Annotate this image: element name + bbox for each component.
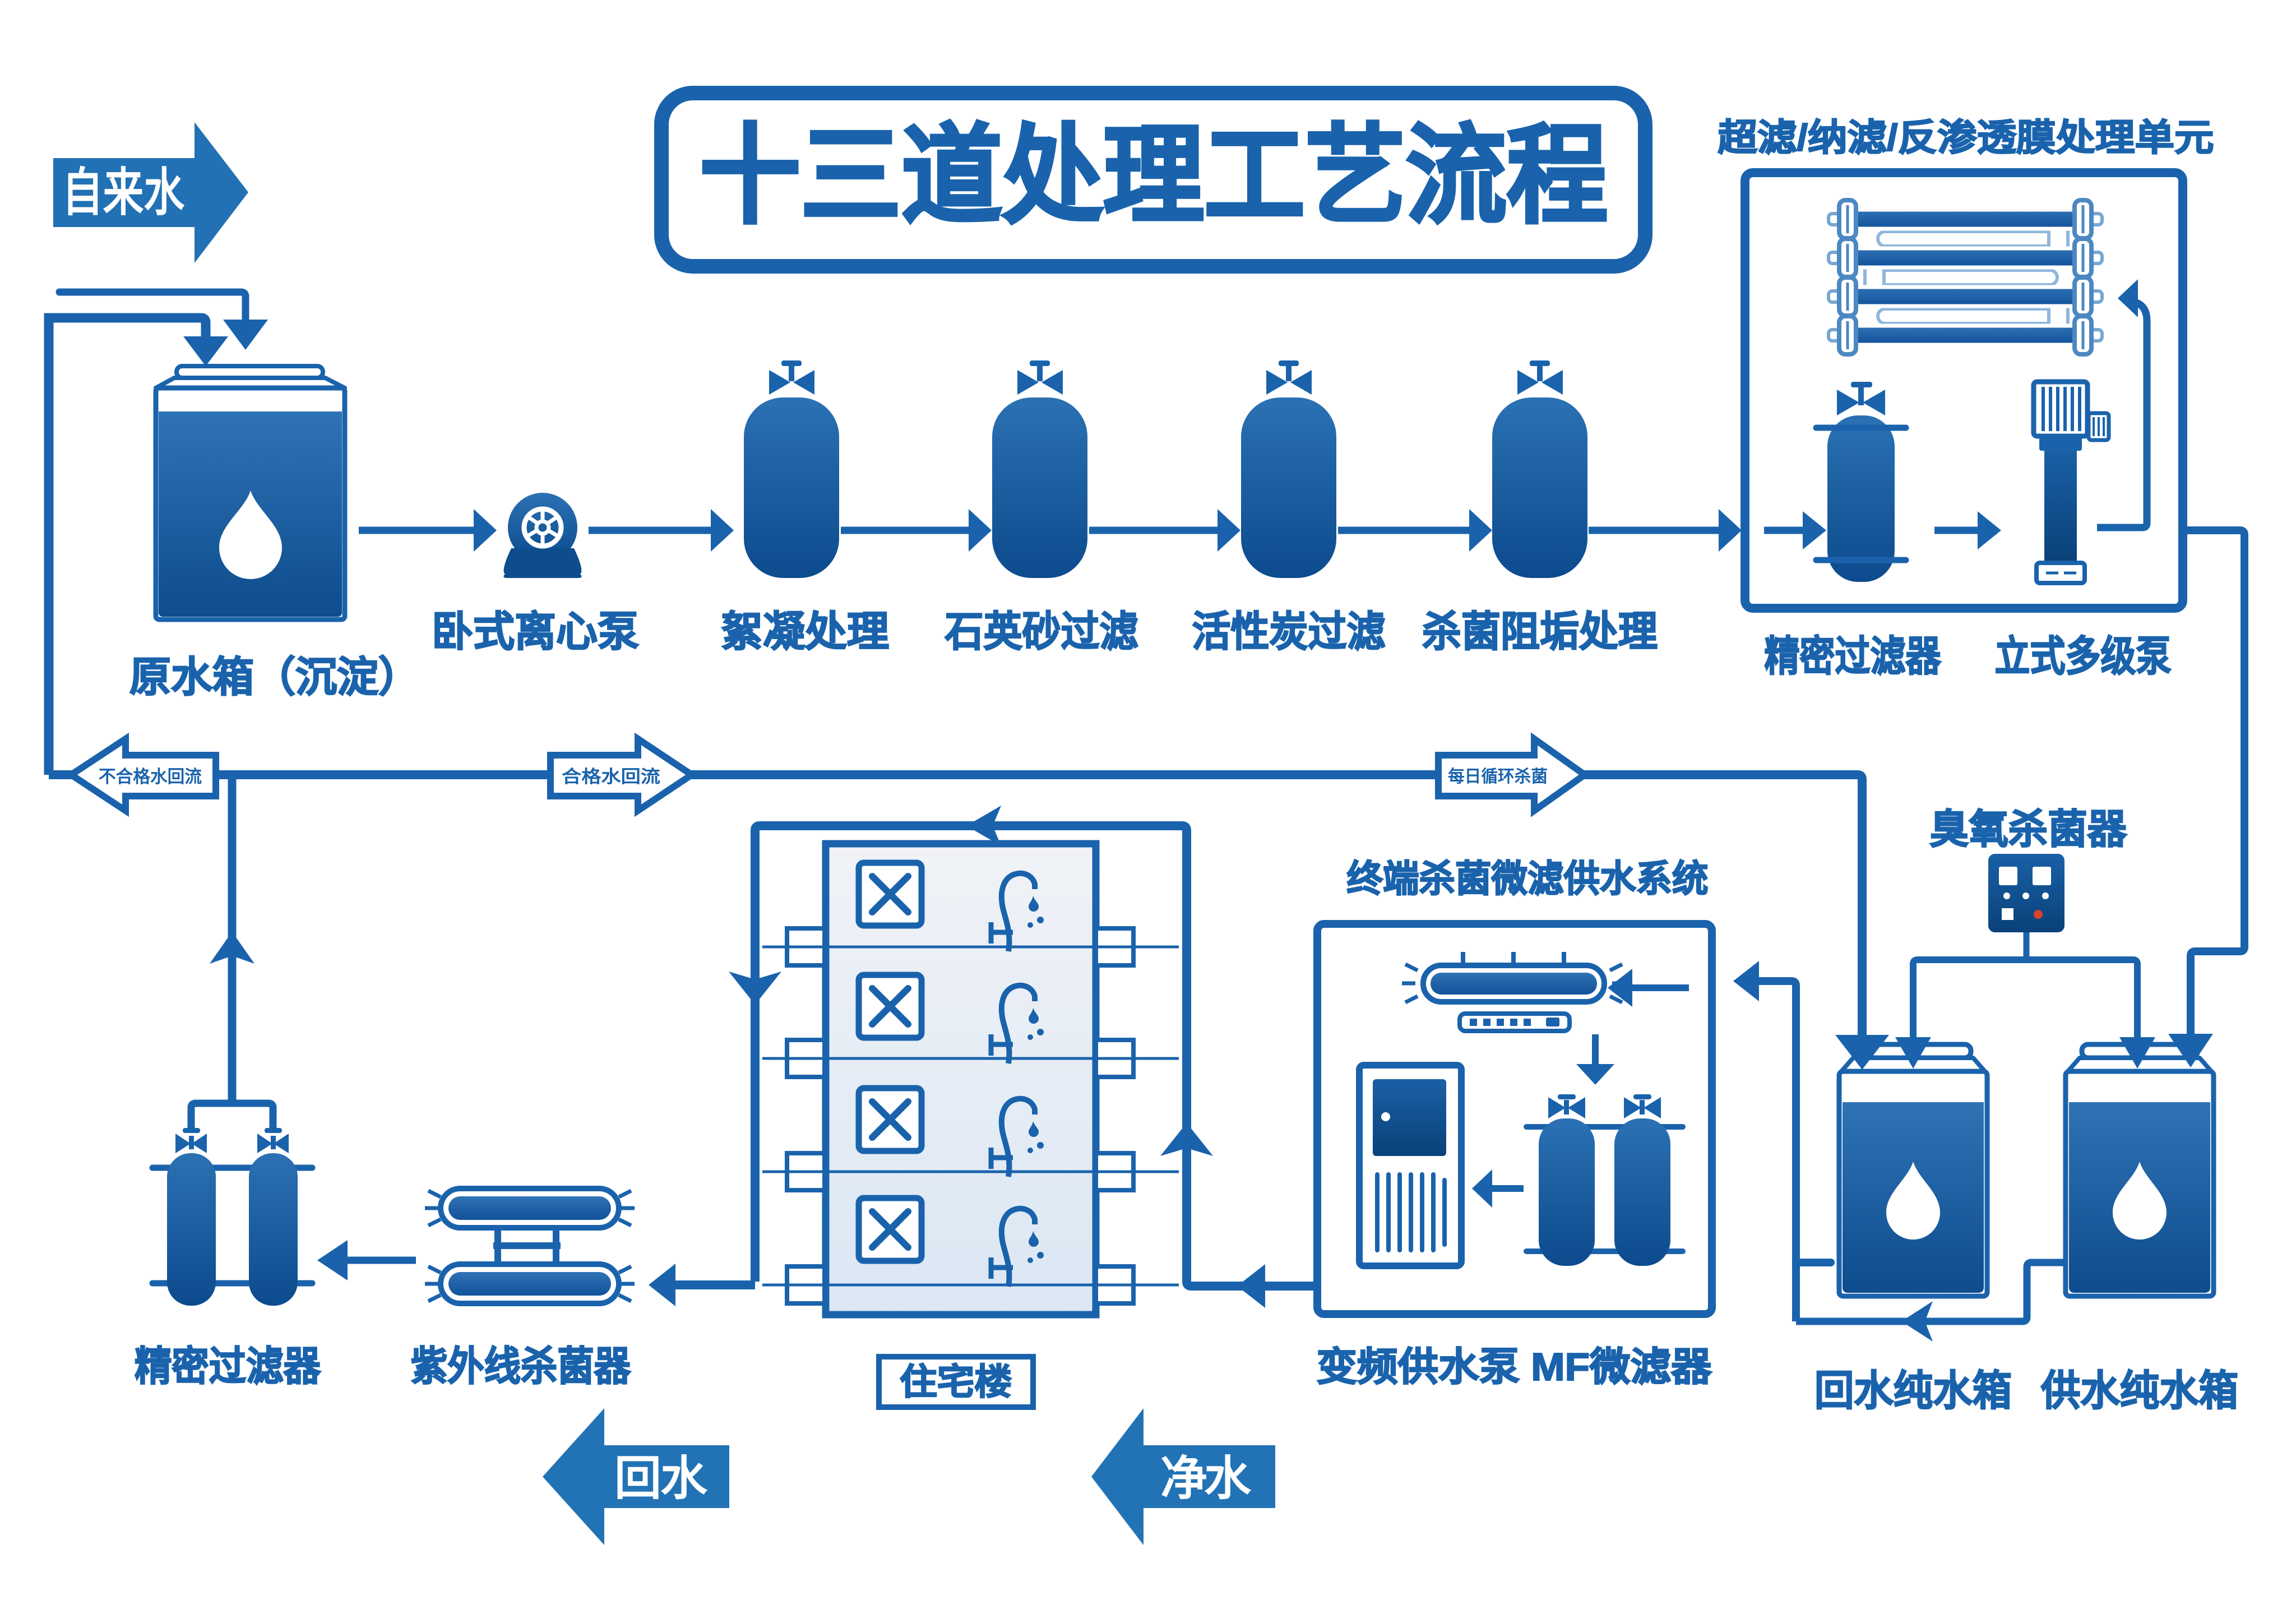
svg-text:絮凝处理: 絮凝处理 bbox=[721, 608, 889, 655]
svg-text:净: 净 bbox=[1160, 1452, 1207, 1505]
svg-text:自来水: 自来水 bbox=[62, 164, 185, 221]
svg-text:水: 水 bbox=[660, 1452, 708, 1505]
svg-text:杀菌阻垢处理: 杀菌阻垢处理 bbox=[1422, 608, 1658, 655]
svg-text:紫外线杀菌器: 紫外线杀菌器 bbox=[411, 1344, 631, 1389]
svg-text:每日循环杀菌: 每日循环杀菌 bbox=[1448, 767, 1548, 786]
svg-text:变频供水泵 MF微滤器: 变频供水泵 MF微滤器 bbox=[1317, 1345, 1712, 1389]
svg-text:水: 水 bbox=[1204, 1452, 1252, 1505]
svg-text:卧式离心泵: 卧式离心泵 bbox=[432, 608, 639, 655]
svg-text:不合格水回流: 不合格水回流 bbox=[99, 767, 202, 787]
svg-text:精密过滤器: 精密过滤器 bbox=[1765, 633, 1942, 679]
svg-text:原水箱（沉淀）: 原水箱（沉淀） bbox=[129, 654, 420, 700]
svg-text:立式多级泵: 立式多级泵 bbox=[1995, 633, 2172, 679]
svg-text:回水纯水箱: 回水纯水箱 bbox=[1814, 1367, 2012, 1414]
svg-text:合格水回流: 合格水回流 bbox=[562, 767, 660, 787]
svg-text:终端杀菌微滤供水系统: 终端杀菌微滤供水系统 bbox=[1347, 858, 1709, 899]
svg-text:回: 回 bbox=[614, 1452, 661, 1505]
svg-text:供水纯水箱: 供水纯水箱 bbox=[2041, 1367, 2238, 1414]
svg-text:臭氧杀菌器: 臭氧杀菌器 bbox=[1929, 807, 2127, 852]
svg-text:十三道处理工艺流程: 十三道处理工艺流程 bbox=[700, 115, 1608, 236]
svg-text:活性炭过滤: 活性炭过滤 bbox=[1192, 608, 1386, 655]
svg-text:石英砂过滤: 石英砂过滤 bbox=[945, 608, 1138, 655]
svg-text:超滤/纳滤/反渗透膜处理单元: 超滤/纳滤/反渗透膜处理单元 bbox=[1718, 117, 2214, 158]
svg-text:精密过滤器: 精密过滤器 bbox=[135, 1344, 321, 1389]
svg-text:住宅楼: 住宅楼 bbox=[900, 1362, 1012, 1402]
